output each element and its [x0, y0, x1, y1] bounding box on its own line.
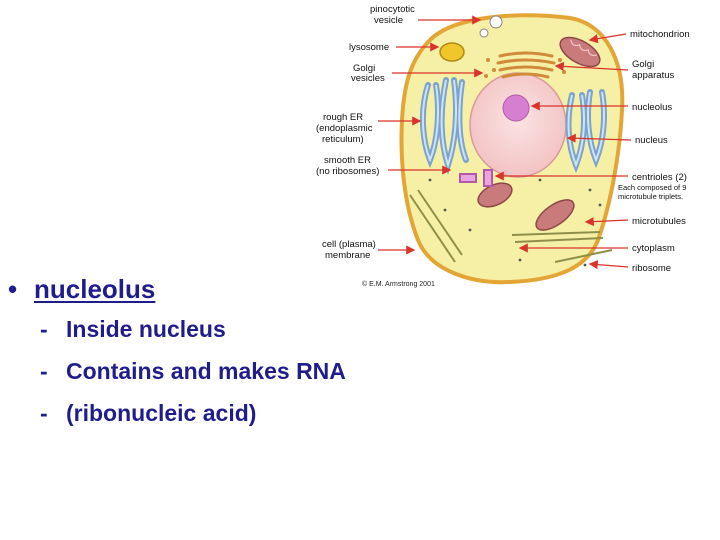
lysosome-shape: [439, 42, 465, 62]
sub-bullet-text: Contains and makes RNA: [66, 358, 346, 384]
label-ribosome: ribosome: [632, 263, 671, 274]
golgi-vesicles: [484, 58, 566, 78]
sub-bullet-text: (ribonucleic acid): [66, 400, 257, 426]
bullet-symbol: •: [8, 274, 18, 304]
nucleolus-shape: [502, 94, 530, 122]
sub-bullet-3: -(ribonucleic acid): [40, 398, 256, 428]
diagram-credit: © E.M. Armstrong 2001: [362, 280, 435, 288]
label-smooth-er: smooth ER(no ribosomes): [316, 155, 379, 177]
label-microtubules: microtubules: [632, 216, 686, 227]
microtubules: [409, 189, 613, 263]
sub-bullet-text: Inside nucleus: [66, 316, 226, 342]
ribosomes: [428, 178, 602, 267]
label-nucleus: nucleus: [635, 135, 668, 146]
label-lysosome: lysosome: [349, 42, 389, 53]
golgi-apparatus: [496, 51, 556, 79]
label-mitochondrion: mitochondrion: [630, 29, 690, 40]
bullet-heading-line: • nucleolus: [8, 272, 155, 306]
centrioles: [459, 169, 493, 187]
label-cytoplasm: cytoplasm: [632, 243, 675, 254]
label-nucleolus: nucleolus: [632, 102, 672, 113]
sub-bullet-2: -Contains and makes RNA: [40, 356, 346, 386]
bullet-heading: nucleolus: [34, 274, 156, 304]
sub-bullet-dash: -: [40, 316, 48, 342]
mitochondria: [477, 36, 601, 231]
sub-bullet-dash: -: [40, 400, 48, 426]
pinocytotic-vesicle-shape: [489, 15, 503, 29]
sub-bullet-dash: -: [40, 358, 48, 384]
sub-bullet-1: -Inside nucleus: [40, 314, 226, 344]
label-cell-membrane: cell (plasma)membrane: [322, 239, 376, 261]
